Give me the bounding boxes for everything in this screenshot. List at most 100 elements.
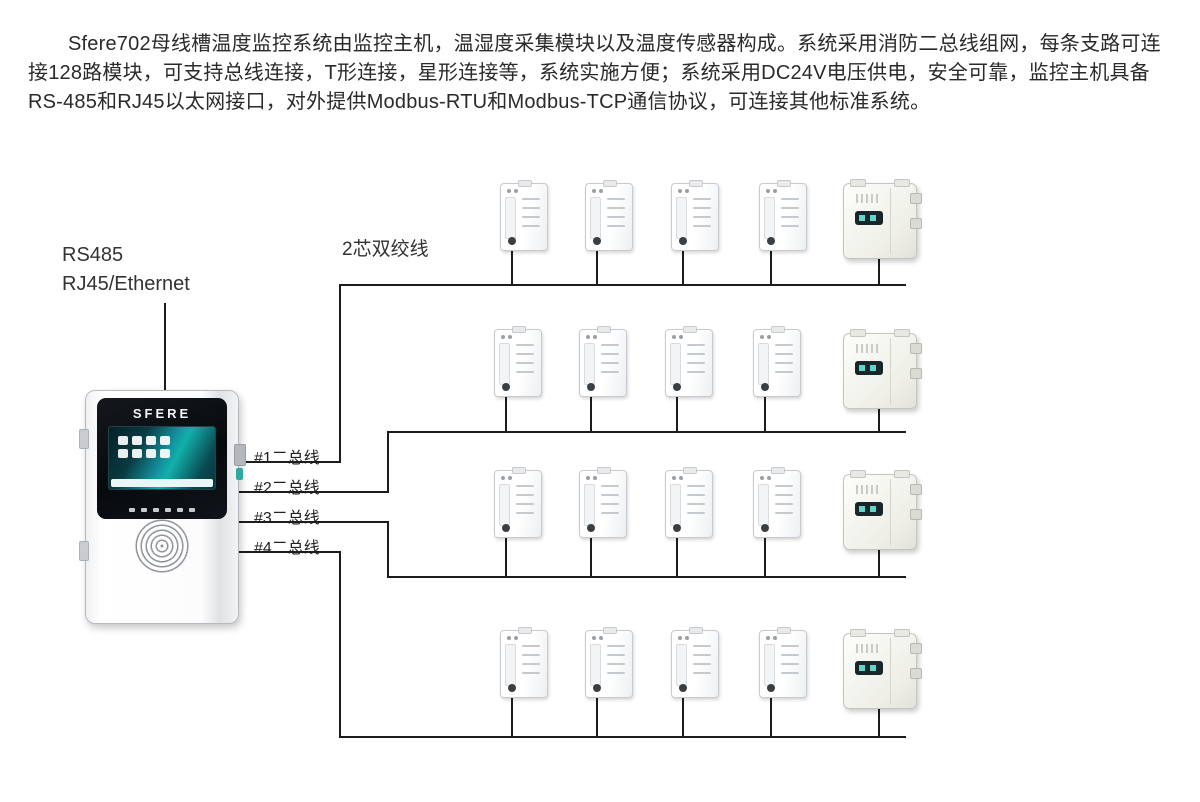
- temp-collect-module: [759, 180, 807, 251]
- terminal-strip: [499, 343, 510, 385]
- cable-gland: [910, 193, 922, 204]
- mount-ear: [850, 329, 866, 337]
- temp-collect-module: [753, 326, 801, 397]
- screen-app-icons: [118, 436, 170, 458]
- bus4-label: #4二总线: [254, 540, 320, 557]
- sensor-display: [855, 361, 883, 375]
- din-clip: [771, 467, 785, 474]
- temp-collect-module: [579, 467, 627, 538]
- host-touchscreen: [108, 426, 216, 490]
- din-clip: [518, 627, 532, 634]
- din-clip: [683, 467, 697, 474]
- wire-entry-hole: [502, 383, 510, 391]
- mount-ear: [894, 629, 910, 637]
- terminal-strip: [505, 197, 516, 239]
- temp-humidity-sensor: [843, 329, 922, 409]
- wire-entry-hole: [767, 684, 775, 692]
- cable-gland: [910, 368, 922, 379]
- din-clip: [689, 627, 703, 634]
- wire-entry-hole: [761, 383, 769, 391]
- din-clip: [683, 326, 697, 333]
- temp-collect-module: [585, 180, 633, 251]
- terminal-strip: [590, 197, 601, 239]
- terminal-strip: [499, 484, 510, 526]
- sensor-display: [855, 661, 883, 675]
- din-clip: [777, 180, 791, 187]
- terminal-strip: [764, 197, 775, 239]
- temp-collect-module: [665, 326, 713, 397]
- sfere-logo: SFERE: [132, 406, 192, 421]
- din-clip: [512, 467, 526, 474]
- status-led: [236, 468, 243, 480]
- hinge-tab: [79, 429, 89, 449]
- monitoring-host: SFERE: [79, 390, 246, 624]
- cable-gland: [910, 218, 922, 229]
- mount-ear: [850, 470, 866, 478]
- vent-grille: [856, 344, 878, 353]
- temp-collect-module: [500, 180, 548, 251]
- cable-gland: [910, 668, 922, 679]
- screen-bottom-bar: [111, 479, 213, 487]
- temp-collect-module: [671, 180, 719, 251]
- din-clip: [603, 180, 617, 187]
- wire-entry-hole: [679, 237, 687, 245]
- mount-ear: [894, 179, 910, 187]
- terminal-strip: [764, 644, 775, 686]
- mount-ear: [894, 470, 910, 478]
- vent-grille: [856, 644, 878, 653]
- temp-humidity-sensor: [843, 470, 922, 550]
- terminal-strip: [590, 644, 601, 686]
- temp-collect-module: [759, 627, 807, 698]
- temp-collect-module: [585, 627, 633, 698]
- terminal-strip: [758, 343, 769, 385]
- side-connector: [234, 444, 246, 466]
- din-clip: [603, 627, 617, 634]
- din-clip: [512, 326, 526, 333]
- temp-collect-module: [753, 467, 801, 538]
- din-clip: [689, 180, 703, 187]
- cable-gland: [910, 484, 922, 495]
- hinge-tab: [79, 541, 89, 561]
- wire-entry-hole: [673, 383, 681, 391]
- wire-entry-hole: [761, 524, 769, 532]
- intro-paragraph: Sfere702母线槽温度监控系统由监控主机，温湿度采集模块以及温度传感器构成。…: [28, 33, 1161, 113]
- terminal-strip: [676, 644, 687, 686]
- wire-entry-hole: [767, 237, 775, 245]
- cable-gland: [910, 643, 922, 654]
- temp-collect-module: [500, 627, 548, 698]
- bus3-label: #3二总线: [254, 510, 320, 527]
- mount-ear: [850, 629, 866, 637]
- speaker-grille: [135, 519, 189, 573]
- wire-entry-hole: [593, 684, 601, 692]
- twisted-pair-label: 2芯双绞线: [342, 239, 429, 260]
- temp-humidity-sensor: [843, 179, 922, 259]
- wire-entry-hole: [587, 524, 595, 532]
- wire-entry-hole: [508, 684, 516, 692]
- wire-entry-hole: [502, 524, 510, 532]
- wire-entry-hole: [679, 684, 687, 692]
- terminal-strip: [584, 343, 595, 385]
- din-clip: [597, 467, 611, 474]
- terminal-strip: [676, 197, 687, 239]
- terminal-strip: [670, 484, 681, 526]
- terminal-strip: [584, 484, 595, 526]
- wire-entry-hole: [587, 383, 595, 391]
- temp-collect-module: [665, 467, 713, 538]
- terminal-strip: [758, 484, 769, 526]
- terminal-strip: [670, 343, 681, 385]
- rs485-label: RS485: [62, 244, 124, 266]
- din-clip: [597, 326, 611, 333]
- temp-collect-module: [494, 326, 542, 397]
- vent-grille: [856, 485, 878, 494]
- terminal-strip: [505, 644, 516, 686]
- bus1-label: #1二总线: [254, 450, 320, 467]
- din-clip: [771, 326, 785, 333]
- sensor-display: [855, 211, 883, 225]
- bus2-label: #2二总线: [254, 480, 320, 497]
- temp-collect-module: [579, 326, 627, 397]
- vent-grille: [856, 194, 878, 203]
- rj45-ethernet-label: RJ45/Ethernet: [62, 273, 190, 295]
- wire-entry-hole: [673, 524, 681, 532]
- mount-ear: [850, 179, 866, 187]
